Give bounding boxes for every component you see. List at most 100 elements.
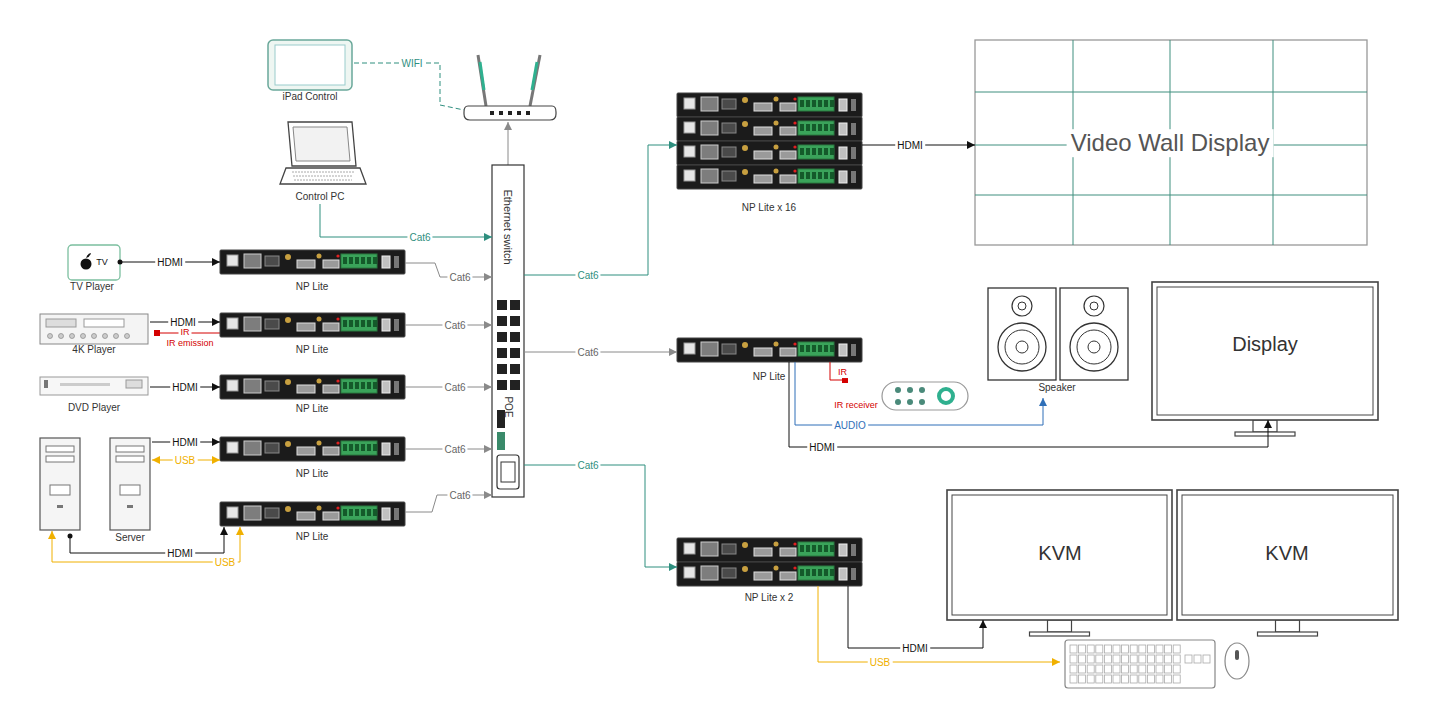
illustration-part (684, 567, 695, 578)
illustration-part (341, 506, 377, 520)
illustration-part (349, 257, 353, 264)
illustration-part (530, 55, 540, 106)
illustration-part (800, 172, 804, 179)
node-label: NP Lite (296, 403, 329, 415)
illustration-part (851, 568, 856, 580)
illustration-part (722, 123, 736, 133)
illustration-part (81, 259, 92, 270)
illustration-part (798, 169, 834, 183)
illustration-part (1070, 645, 1077, 653)
illustration-part (812, 100, 816, 107)
illustration-part (265, 443, 279, 453)
illustration-part (40, 377, 148, 395)
illustration-part (361, 444, 365, 451)
illustration-part (1087, 665, 1094, 673)
illustration-part (907, 387, 913, 393)
illustration-part (1130, 665, 1137, 673)
illustration-part (40, 438, 80, 530)
illustration-part (742, 342, 748, 348)
np-lite-device (220, 375, 405, 399)
illustration-part (684, 122, 695, 133)
illustration-part (774, 169, 779, 174)
illustration-part (293, 127, 350, 161)
illustration-part (60, 383, 110, 386)
tv-player-drawing (68, 245, 123, 280)
cable-label: Cat6 (407, 232, 432, 243)
illustration-part (1235, 432, 1295, 436)
illustration-part (499, 111, 503, 115)
illustration-part (265, 256, 279, 266)
illustration-part (939, 389, 953, 403)
tower-pc-drawing (110, 438, 150, 530)
illustration-part (998, 323, 1046, 371)
illustration-part (701, 97, 718, 111)
illustration-part (1156, 675, 1163, 683)
cable-label: HDMI (807, 442, 837, 453)
signal-label: IR receiver (832, 401, 880, 411)
illustration-part (373, 509, 377, 516)
illustration-part (1096, 655, 1103, 663)
illustration-part (919, 387, 925, 393)
display-monitor: Display (1152, 282, 1378, 420)
illustration-part (754, 548, 772, 556)
illustration-part (84, 319, 124, 327)
illustration-part (510, 364, 520, 374)
illustration-part (227, 507, 238, 518)
illustration-part (798, 121, 834, 135)
illustration-part (818, 345, 822, 352)
illustration-part (317, 506, 322, 511)
illustration-part (882, 382, 968, 410)
illustration-part (947, 490, 1172, 620)
illustration-part (1079, 675, 1086, 683)
illustration-part (501, 462, 515, 482)
illustration-part (1130, 655, 1137, 663)
illustration-part (373, 444, 377, 451)
node-label: NP Lite (296, 344, 329, 356)
remote-drawing (882, 382, 968, 410)
illustration-part (988, 288, 1056, 380)
np-lite-device (220, 313, 405, 337)
illustration-part (1104, 675, 1111, 683)
illustration-part (818, 586, 1060, 662)
illustration-part (1152, 282, 1378, 420)
illustration-part (793, 121, 796, 124)
illustration-part (373, 382, 377, 389)
4k-player-drawing (40, 314, 160, 344)
illustration-part (839, 123, 847, 135)
signal-label: USB (868, 657, 893, 668)
illustration-part (382, 443, 390, 455)
cable-label: HDMI (900, 643, 930, 654)
illustration-part (1147, 655, 1154, 663)
illustration-part (793, 145, 796, 148)
tower-pc-drawing (40, 438, 80, 530)
cable-label: Cat6 (442, 320, 467, 331)
illustration-part (382, 381, 390, 393)
illustration-part (806, 172, 810, 179)
illustration-part (1157, 287, 1373, 415)
illustration-part (851, 99, 856, 111)
illustration-part (1156, 665, 1163, 673)
illustration-part (1087, 675, 1094, 683)
illustration-part (722, 544, 736, 554)
illustration-part (297, 385, 315, 393)
node-label: Video Wall Display (1067, 129, 1274, 157)
illustration-part (293, 176, 353, 177)
illustration-part (800, 345, 804, 352)
illustration-part (244, 506, 261, 520)
np-lite-unit: NP Lite (220, 375, 405, 399)
illustration-part (1165, 645, 1172, 653)
cable-connector (320, 204, 492, 237)
illustration-part (701, 121, 718, 135)
illustration-part (373, 320, 377, 327)
node-label: Ethernet switch (502, 189, 515, 264)
router-drawing (464, 55, 556, 120)
cable-label: Cat6 (575, 347, 600, 358)
illustration-part (285, 317, 291, 323)
illustration-part (839, 568, 847, 580)
illustration-part (1048, 620, 1072, 632)
illustration-part (774, 542, 779, 547)
illustration-part (70, 527, 224, 553)
illustration-part (317, 254, 322, 259)
np-lite-device (677, 141, 862, 165)
